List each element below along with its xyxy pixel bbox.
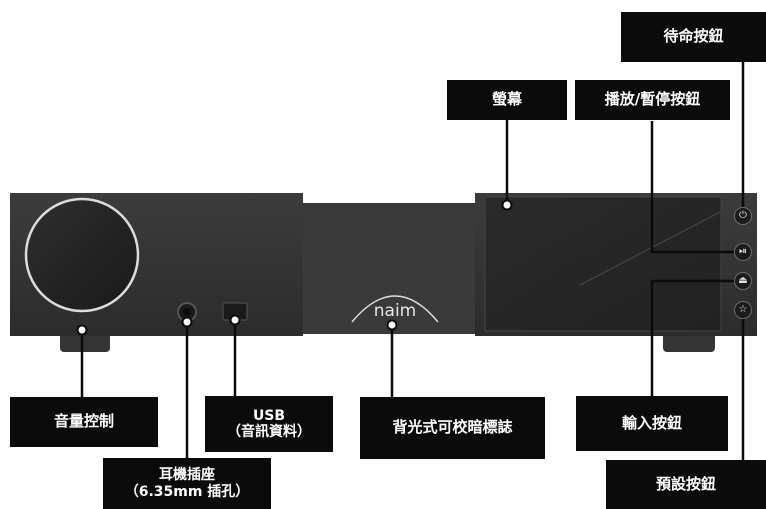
label-standby-text: 待命按鈕 (663, 27, 724, 46)
label-screen: 螢幕 (447, 80, 567, 120)
label-preset-text: 預設按鈕 (655, 474, 716, 493)
label-volume: 音量控制 (10, 397, 158, 447)
label-headphone: 耳機插座 （6.35mm 插孔） (103, 458, 271, 509)
screen (484, 196, 722, 332)
preset-button[interactable]: ☆ (734, 301, 752, 319)
volume-knob[interactable] (24, 197, 140, 313)
star-icon: ☆ (738, 304, 748, 315)
dot-headphone (181, 316, 193, 328)
screen-glare (579, 211, 721, 286)
naim-logo-arc (351, 295, 439, 323)
device-center-panel (303, 203, 475, 334)
label-standby: 待命按鈕 (621, 12, 766, 62)
input-icon: ⏏ (738, 275, 748, 286)
label-headphone-line1: 耳機插座 (159, 467, 215, 484)
label-volume-text: 音量控制 (53, 412, 114, 431)
dot-volume (76, 324, 88, 336)
label-usb-line1: USB (252, 407, 286, 424)
label-input-text: 輸入按鈕 (621, 413, 682, 432)
leader-play-pause (650, 121, 743, 254)
headphone-jack-hole (183, 308, 191, 316)
dot-usb (229, 314, 241, 326)
label-logo-text: 背光式可校暗標誌 (392, 418, 513, 437)
label-play-pause: 播放/暫停按鈕 (575, 80, 730, 120)
label-screen-text: 螢幕 (491, 90, 522, 109)
play-pause-icon: ⏯ (739, 246, 747, 257)
label-play-pause-text: 播放/暫停按鈕 (604, 90, 701, 109)
input-button[interactable]: ⏏ (734, 272, 752, 290)
standby-button[interactable]: ⏻ (734, 207, 752, 225)
power-icon: ⏻ (739, 210, 747, 221)
label-usb: USB （音訊資料） (205, 396, 333, 452)
dot-screen (501, 199, 513, 211)
label-input: 輸入按鈕 (576, 396, 728, 451)
play-pause-button[interactable]: ⏯ (734, 243, 752, 261)
label-logo: 背光式可校暗標誌 (360, 397, 545, 459)
naim-logo: naim (374, 301, 416, 321)
label-preset: 預設按鈕 (606, 460, 766, 509)
dot-logo (386, 319, 398, 331)
leader-input (650, 279, 743, 396)
label-headphone-line2: （6.35mm 插孔） (124, 483, 250, 500)
label-usb-line2: （音訊資料） (227, 424, 311, 440)
